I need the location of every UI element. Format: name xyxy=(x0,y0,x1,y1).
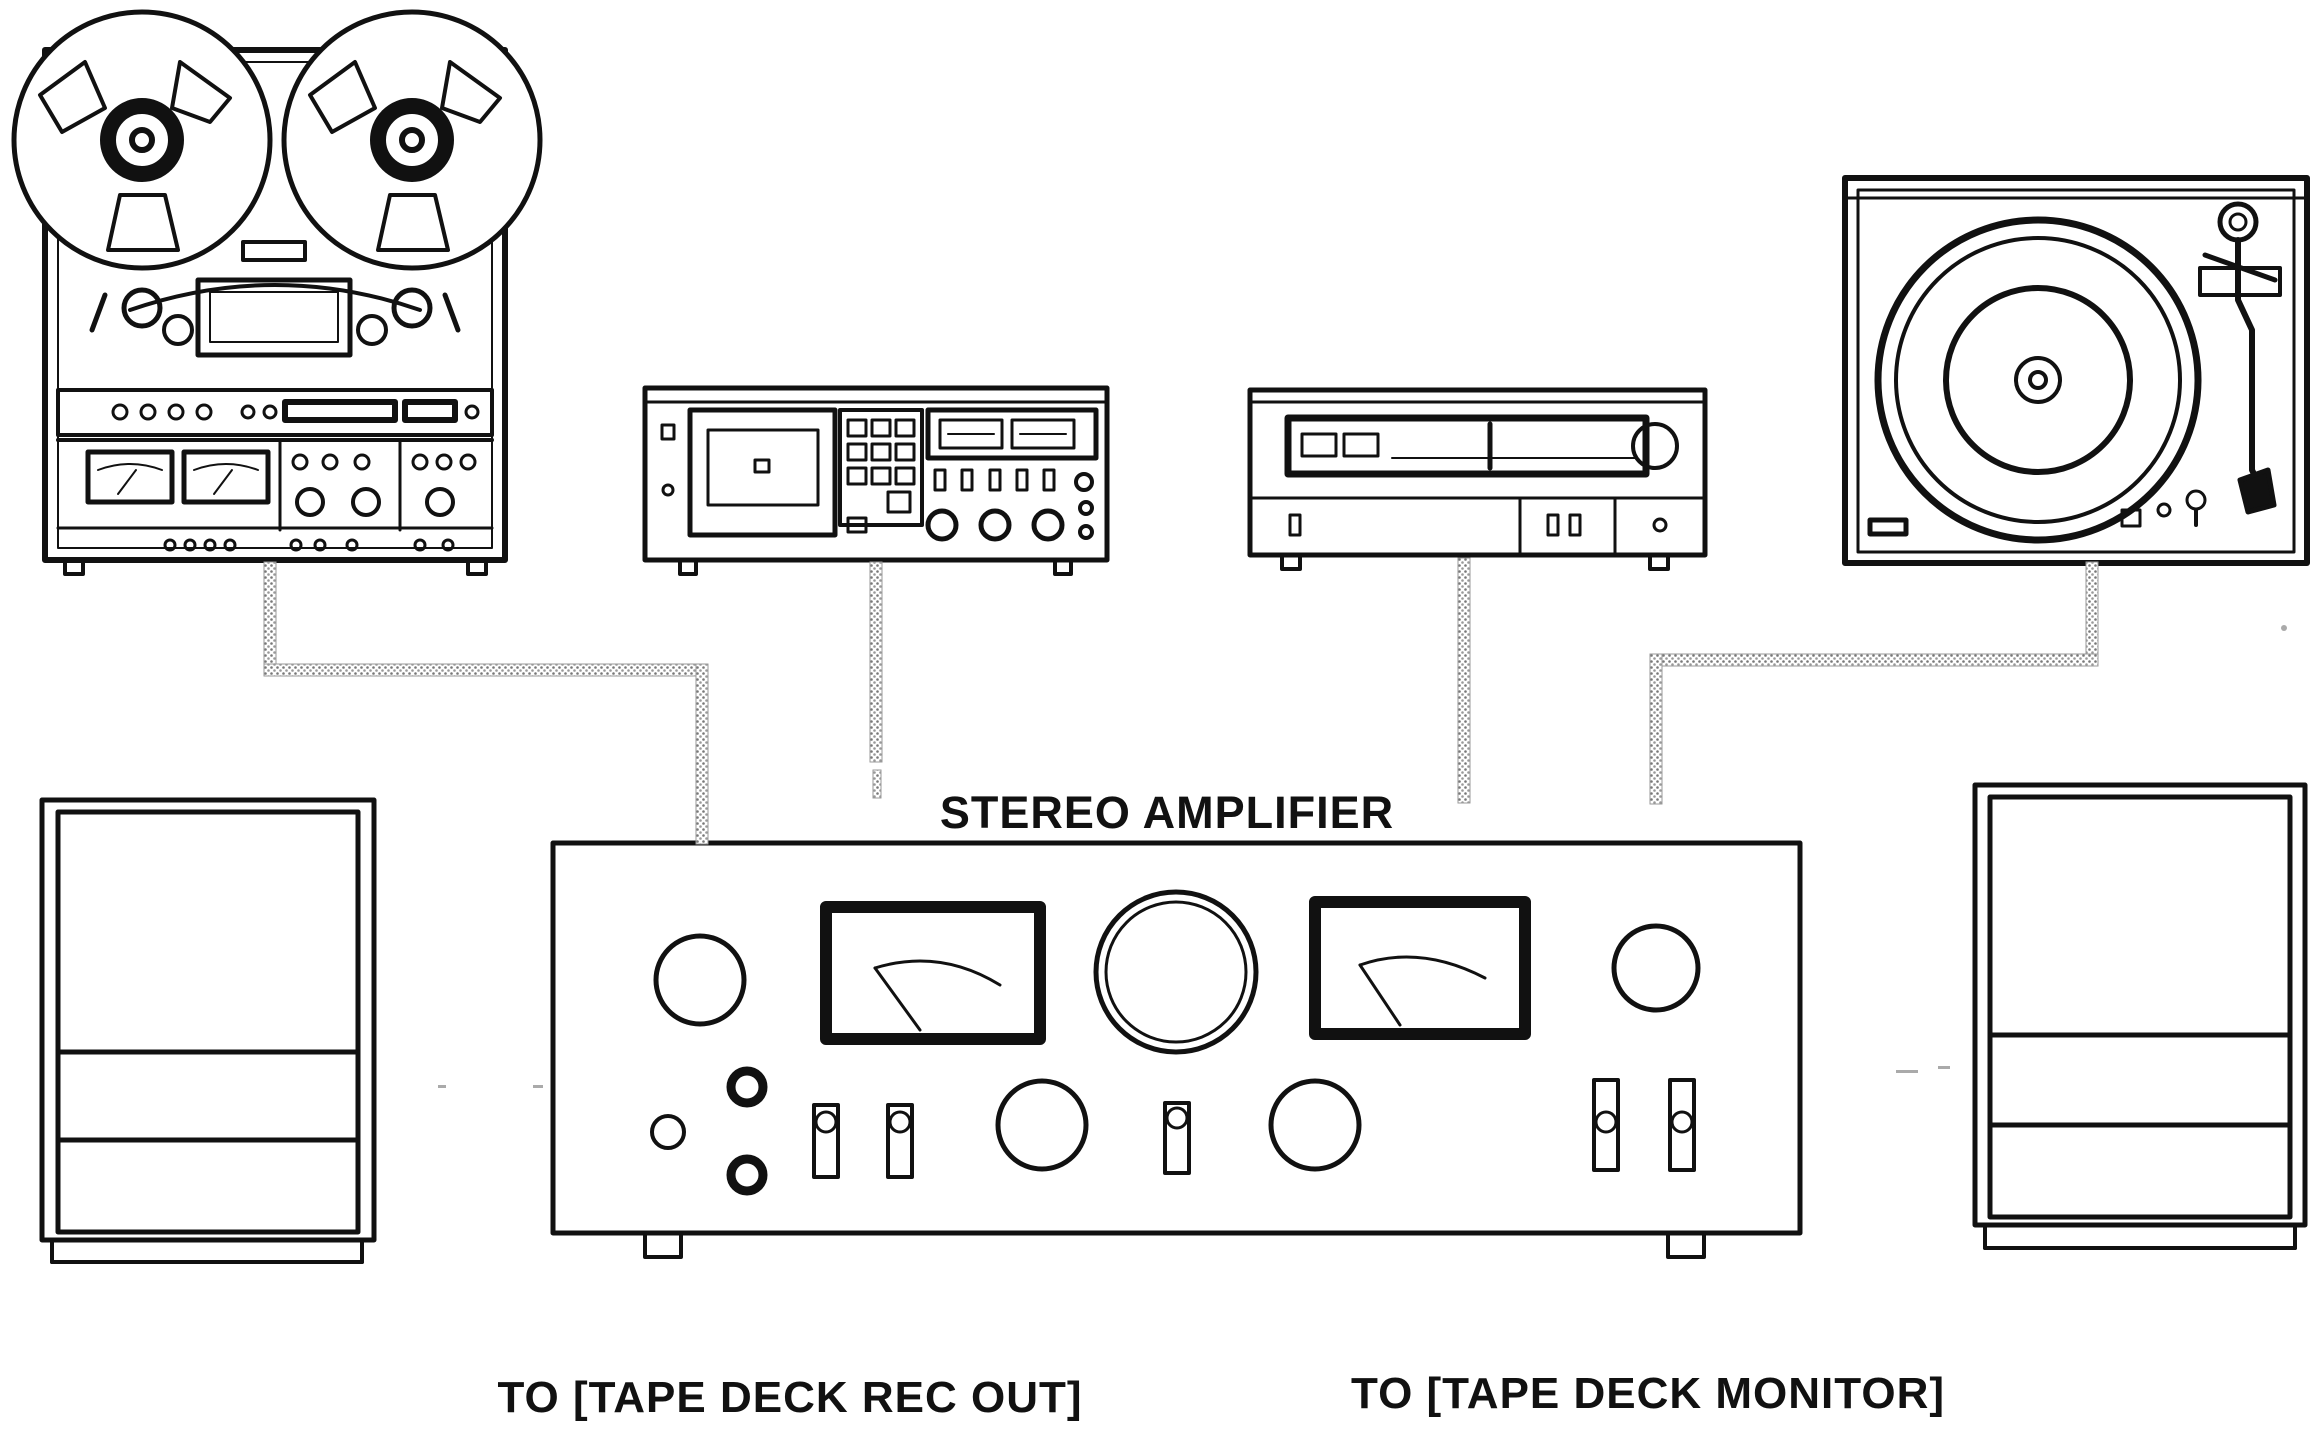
caption-rec-out: TO [TAPE DECK REC OUT] xyxy=(497,1373,1082,1422)
cable-turntable xyxy=(1649,561,2099,805)
cassette-deck xyxy=(642,385,1110,576)
caption-monitor: TO [TAPE DECK MONITOR] xyxy=(1351,1369,1945,1418)
tuner xyxy=(1247,387,1708,571)
turntable xyxy=(1842,175,2310,566)
right-speaker xyxy=(1972,782,2308,1250)
cable-tuner xyxy=(1457,557,1471,804)
cable-reel-deck xyxy=(263,561,709,845)
amplifier-label: STEREO AMPLIFIER xyxy=(940,787,1394,838)
left-reel xyxy=(11,9,273,271)
stereo-amplifier xyxy=(550,840,1803,1259)
stray-marks xyxy=(438,625,2287,1088)
left-speaker xyxy=(39,797,377,1264)
connection-cables xyxy=(263,557,2099,845)
cable-cassette-deck xyxy=(869,561,883,799)
right-reel xyxy=(281,9,543,271)
reel-to-reel-deck xyxy=(11,9,543,576)
